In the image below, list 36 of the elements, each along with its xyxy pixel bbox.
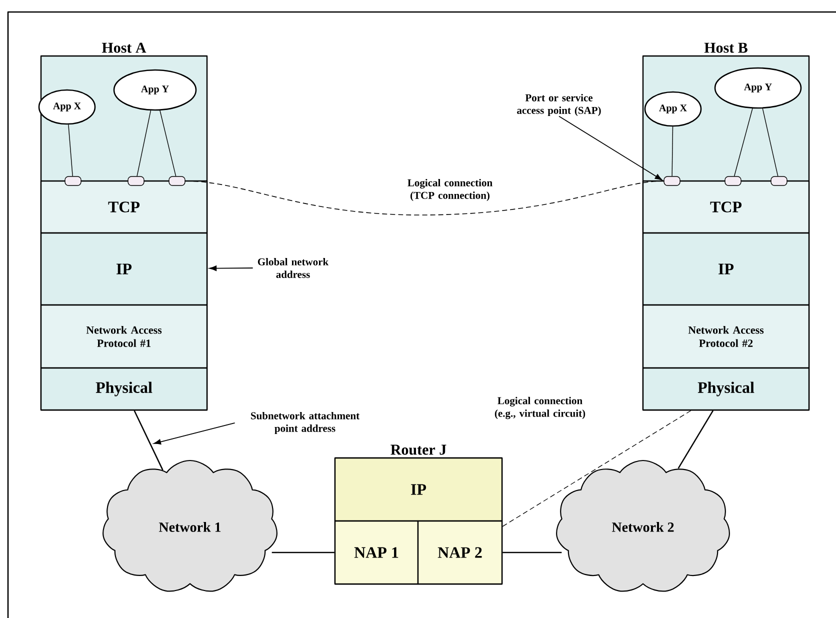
connection-line [502,552,562,554]
host-label: Host A [102,42,146,53]
layer-band: TCP [40,180,208,234]
connection-line [762,108,778,176]
connection-line [160,110,176,176]
connection-line [272,552,334,554]
leader-line [558,116,662,180]
layer-band: Network Access Protocol #2 [642,304,810,369]
host-label: Host B [704,42,748,53]
annotation-text: Global network address [258,258,329,278]
dashed-line [184,180,664,216]
router-label: Router J [390,444,446,455]
layer-band: NAP 2 [417,520,503,585]
annotation-text: Subnetwork attachment point address [251,412,360,434]
layer-band: IP [334,457,503,522]
connection-line [678,410,714,469]
leader-line [154,422,236,445]
connection-line [734,108,753,176]
edge-label: Logical connection (e.g., virtual circuit) [494,396,586,420]
layer-band: Physical [642,367,810,411]
connection-line [68,124,73,176]
annotation-text: Port or service access point (SAP) [517,94,601,116]
connection-line [136,110,152,176]
network-cloud: Network 1 [102,460,278,592]
layer-band: Network Access Protocol #1 [40,304,208,369]
layer-band: TCP [642,180,810,234]
connection-line [672,126,674,176]
edge-label: Logical connection (TCP connection) [408,178,492,202]
network-cloud: Network 2 [556,460,730,592]
layer-band: IP [40,232,208,306]
layer-band: NAP 1 [334,520,419,585]
dashed-line [502,410,692,527]
layer-band: IP [642,232,810,306]
layer-band: Physical [40,367,208,411]
leader-line [209,266,254,271]
connection-line [134,410,164,470]
